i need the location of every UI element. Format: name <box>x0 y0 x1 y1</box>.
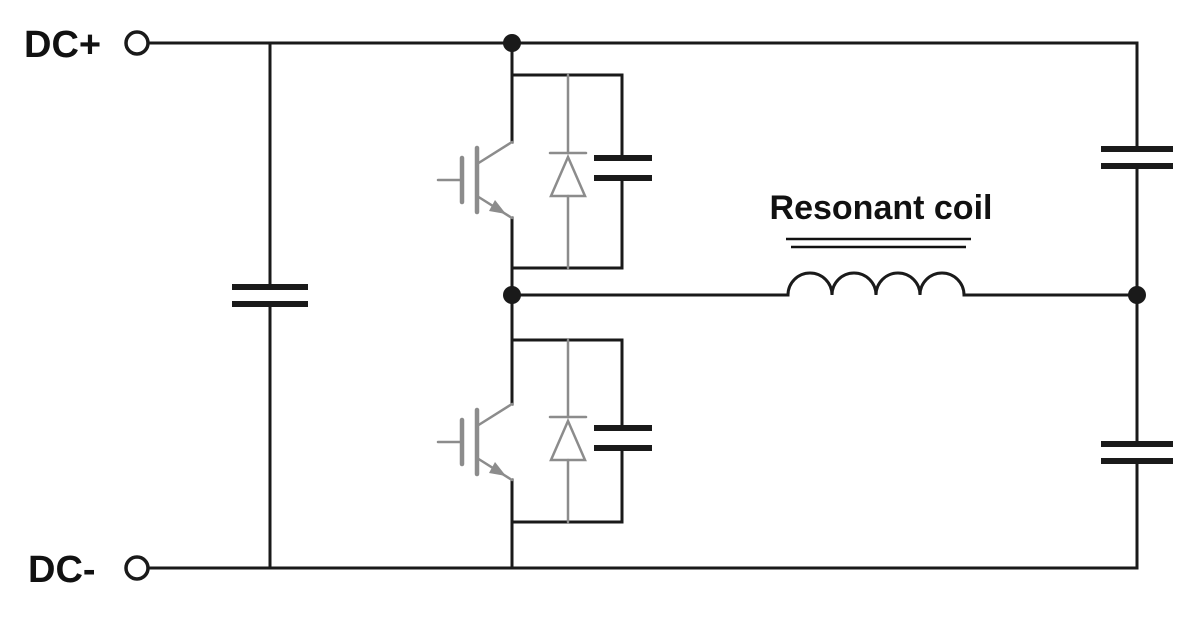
lower-antiparallel-diode <box>548 338 588 524</box>
dc-plus-label: DC+ <box>24 24 101 66</box>
lower-resonant-capacitor <box>1101 293 1173 570</box>
upper-snubber-loop <box>510 73 624 270</box>
resonant-coil-inductor <box>786 271 966 297</box>
lower-snubber-loop <box>510 338 624 524</box>
dc-minus-terminal <box>124 555 150 581</box>
dc-bus-capacitor <box>232 41 308 570</box>
dc-minus-label: DC- <box>28 549 96 591</box>
resonant-coil-label: Resonant coil <box>770 189 993 227</box>
upper-antiparallel-diode <box>548 73 588 270</box>
lower-igbt-emitter-arrow <box>489 462 506 476</box>
lower-igbt <box>436 402 514 482</box>
upper-igbt <box>436 140 514 220</box>
upper-resonant-capacitor <box>1101 41 1173 297</box>
dc-plus-terminal <box>124 30 150 56</box>
top-rail-node <box>503 34 521 52</box>
upper-snubber-capacitor <box>594 155 652 181</box>
resonant-coil-label-underline <box>786 237 971 249</box>
upper-igbt-emitter-arrow <box>489 200 506 214</box>
lower-snubber-capacitor <box>594 425 652 451</box>
